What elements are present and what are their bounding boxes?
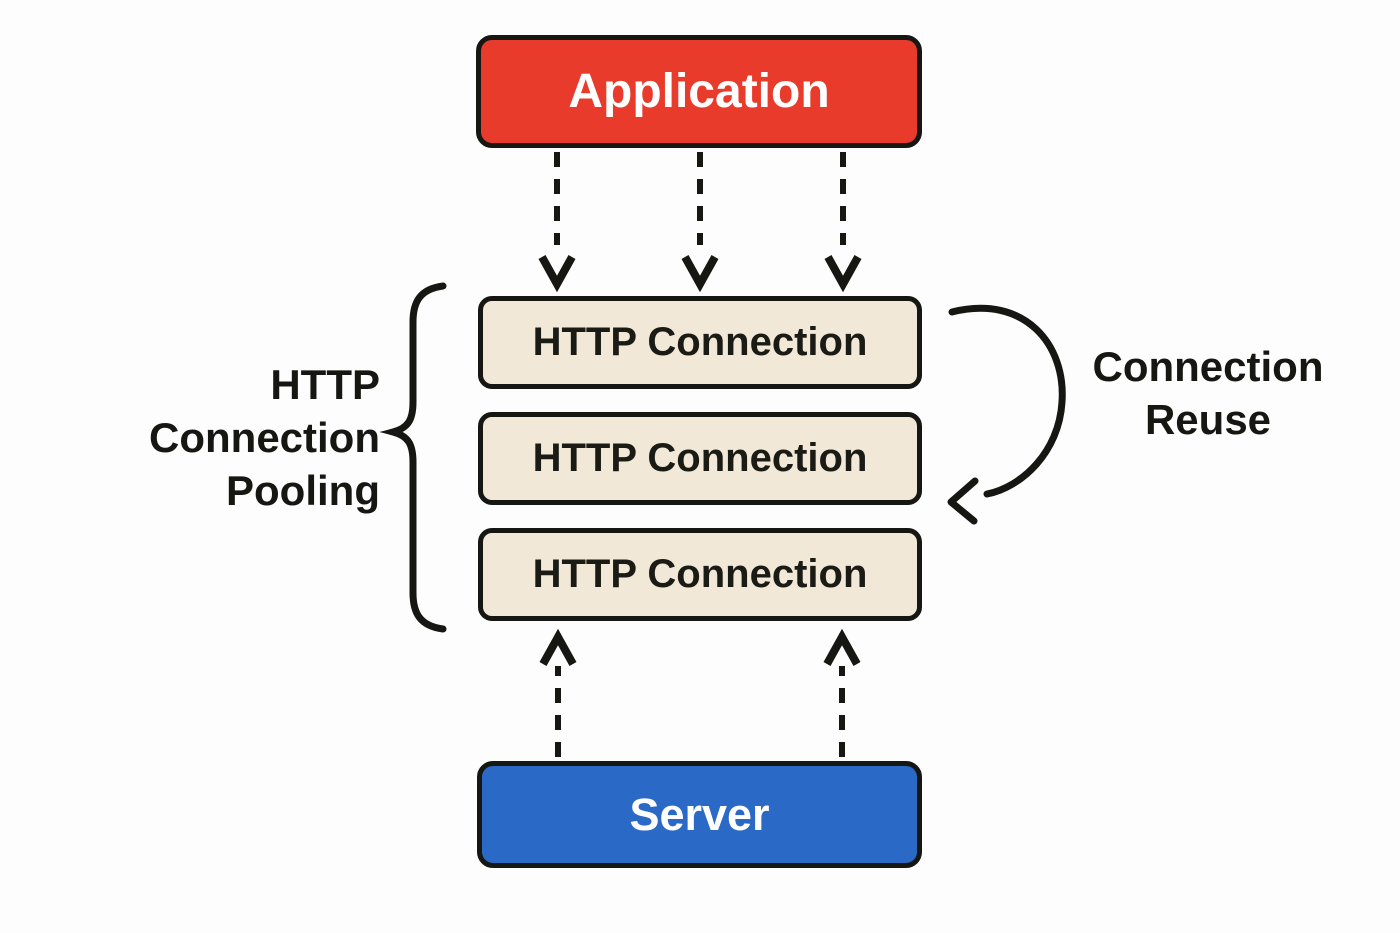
http-connection-label: HTTP Connection — [532, 320, 868, 364]
dashed-arrow-up-right-icon — [823, 628, 861, 757]
dashed-arrow-down-left-icon — [538, 152, 576, 293]
http-connection-box-3: HTTP Connection — [478, 528, 922, 621]
pooling-label: HTTP Connection Pooling — [0, 358, 380, 517]
http-connection-box-2: HTTP Connection — [478, 412, 922, 505]
pooling-label-line3: Pooling — [226, 467, 380, 514]
http-connection-label: HTTP Connection — [532, 552, 868, 596]
pooling-label-line2: Connection — [149, 414, 380, 461]
http-connection-box-1: HTTP Connection — [478, 296, 922, 389]
http-connection-label: HTTP Connection — [532, 436, 868, 480]
server-label: Server — [629, 788, 770, 840]
reuse-label: Connection Reuse — [1073, 340, 1343, 446]
pooling-label-line1: HTTP — [270, 361, 380, 408]
server-box: Server — [477, 761, 922, 868]
dashed-arrow-down-middle-icon — [681, 152, 719, 293]
dashed-arrow-up-left-icon — [539, 628, 577, 757]
dashed-arrow-down-right-icon — [824, 152, 862, 293]
curly-brace-icon — [379, 282, 447, 633]
application-label: Application — [568, 65, 830, 118]
reuse-label-line1: Connection — [1092, 343, 1324, 390]
application-box: Application — [476, 35, 922, 148]
reuse-label-line2: Reuse — [1144, 396, 1272, 443]
connection-reuse-arrow-icon — [947, 304, 1066, 525]
